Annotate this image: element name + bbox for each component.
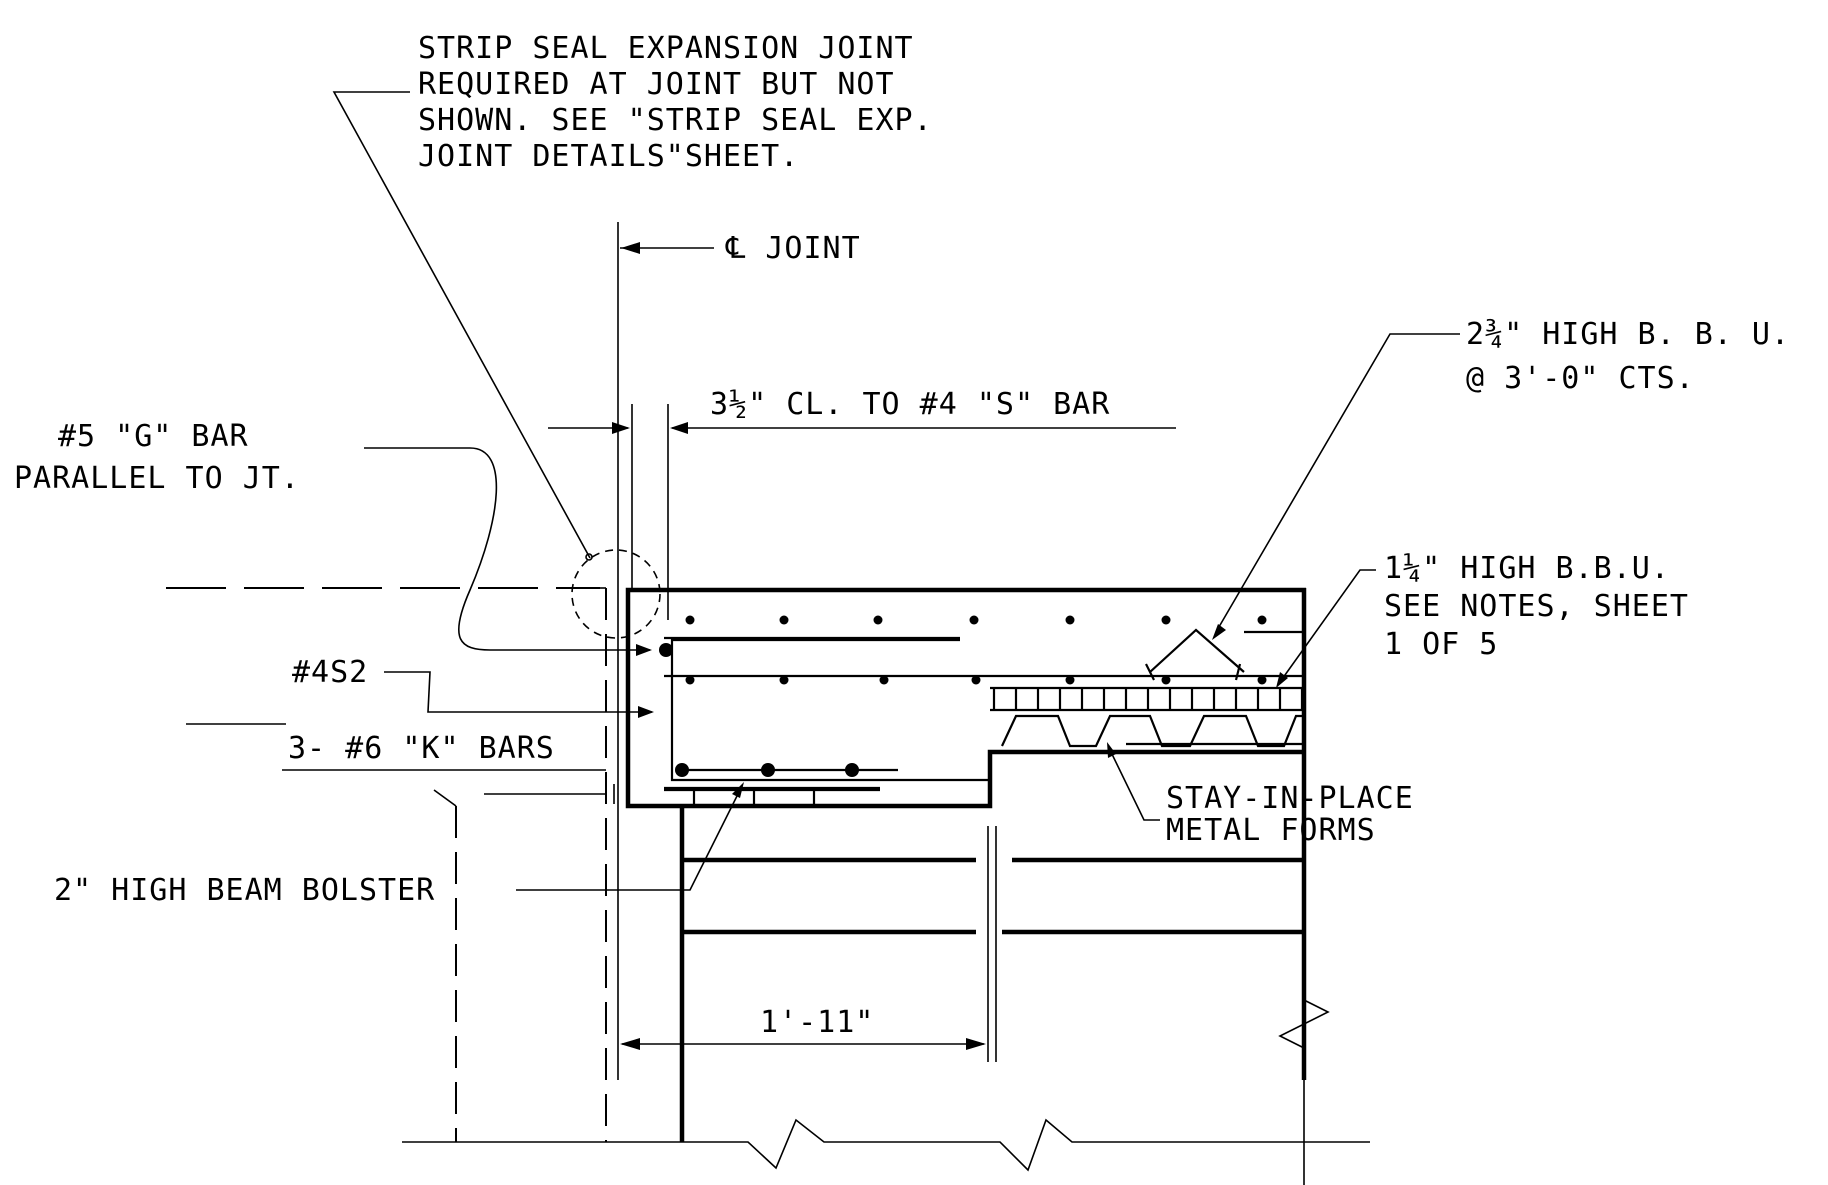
g-bar-note: #5 "G" BAR PARALLEL TO JT. xyxy=(14,419,300,496)
dimension-lines xyxy=(548,222,1176,1080)
girder xyxy=(402,808,1370,1172)
reinforcement xyxy=(659,615,1306,790)
dimension-label: 1'-11" xyxy=(760,1005,874,1040)
bbu-high-foot-r xyxy=(1234,663,1242,681)
mid-bar-dot xyxy=(685,675,695,685)
beam-bolster xyxy=(664,788,880,806)
g-bar-note-line-1: #5 "G" BAR xyxy=(58,419,249,454)
bbu-low-leader xyxy=(1279,569,1376,683)
s2-arrow xyxy=(638,706,654,718)
mid-bar-dot xyxy=(1257,675,1267,685)
k-bar-dot xyxy=(761,763,775,777)
mid-bar-dot xyxy=(1161,675,1171,685)
k-bars-label: 3- #6 "K" BARS xyxy=(288,731,555,766)
metal-forms-leader xyxy=(1109,749,1160,821)
bbu-high-note-line-1: 2¾" HIGH B. B. U. xyxy=(1466,317,1790,352)
bbu-high-note: 2¾" HIGH B. B. U. @ 3'-0" CTS. xyxy=(1466,317,1790,396)
top-bar-dot xyxy=(1161,615,1171,625)
cl-joint-arrow xyxy=(621,242,640,254)
metal-form-corrugation xyxy=(1001,714,1304,748)
strip-seal-leader-end xyxy=(585,553,593,561)
top-bar-dot xyxy=(969,615,979,625)
s-bar-loop xyxy=(670,638,990,782)
dim-arrow-right xyxy=(966,1038,986,1050)
clearance-label: 3½" CL. TO #4 "S" BAR xyxy=(710,387,1110,422)
mid-bar-dot xyxy=(879,675,889,685)
strip-seal-leader xyxy=(332,91,591,559)
mid-bar-dot xyxy=(971,675,981,685)
top-bar-dot xyxy=(1257,615,1267,625)
bolster-leader xyxy=(516,789,741,891)
strip-seal-note-line-3: SHOWN. SEE "STRIP SEAL EXP. xyxy=(418,103,933,138)
dim-arrow-left xyxy=(620,1038,640,1050)
metal-forms-note-line-1: STAY-IN-PLACE xyxy=(1166,781,1414,816)
top-bar-dot xyxy=(685,615,695,625)
beam-bolster-label: 2" HIGH BEAM BOLSTER xyxy=(54,873,435,908)
bbu-low-note-line-1: 1¼" HIGH B.B.U. xyxy=(1384,551,1670,586)
metal-forms-note: STAY-IN-PLACE METAL FORMS xyxy=(1166,781,1414,848)
bbu-high-foot-l xyxy=(1145,663,1155,681)
top-bar-dot xyxy=(1065,615,1075,625)
bbu-high-arrow xyxy=(1212,624,1226,640)
clearance-arrow-left xyxy=(612,422,630,434)
metal-forms-note-line-2: METAL FORMS xyxy=(1166,813,1376,848)
strip-seal-note-line-1: STRIP SEAL EXPANSION JOINT xyxy=(418,31,914,66)
bbu-high-leader xyxy=(1215,333,1460,633)
clearance-arrow-right xyxy=(670,422,688,434)
adjacent-girder-break xyxy=(433,789,457,807)
detail-circle xyxy=(571,549,661,639)
g-bar-note-line-2: PARALLEL TO JT. xyxy=(14,461,300,496)
g-bar-arrow xyxy=(636,644,652,656)
top-bar-dot xyxy=(779,615,789,625)
right-break-symbol xyxy=(1278,999,1330,1049)
bbu-low-note: 1¼" HIGH B.B.U. SEE NOTES, SHEET 1 OF 5 xyxy=(1384,551,1689,662)
bbu-high-chair xyxy=(1149,628,1245,673)
k-bar-dot xyxy=(675,763,689,777)
bottom-break-line xyxy=(402,1118,1370,1172)
deck-slab xyxy=(625,587,1330,1185)
s2-leader xyxy=(384,671,652,713)
mid-bar-dot xyxy=(1065,675,1075,685)
deck-slab-outline xyxy=(625,587,1306,809)
g-bar-leader xyxy=(364,447,650,651)
k-bar-dot xyxy=(845,763,859,777)
low-bbu-ladder xyxy=(990,686,1306,712)
mid-bar-dot xyxy=(779,675,789,685)
s2-bar-label: #4S2 xyxy=(292,655,368,690)
ladder-rungs xyxy=(992,688,1304,710)
bbu-low-note-line-2: SEE NOTES, SHEET xyxy=(1384,589,1689,624)
centerline-joint-label: ℄ JOINT xyxy=(725,231,861,266)
bbu-high-note-line-2: @ 3'-0" CTS. xyxy=(1466,361,1695,396)
joint-lines xyxy=(166,549,661,1142)
strip-seal-note-line-4: JOINT DETAILS"SHEET. xyxy=(418,139,799,174)
metal-forms xyxy=(1001,714,1304,748)
top-bar-dot xyxy=(873,615,883,625)
bbu-low-note-line-3: 1 OF 5 xyxy=(1384,627,1498,662)
strip-seal-note: STRIP SEAL EXPANSION JOINT REQUIRED AT J… xyxy=(418,31,933,174)
strip-seal-note-line-2: REQUIRED AT JOINT BUT NOT xyxy=(418,67,895,102)
g-bar-dot xyxy=(659,643,673,657)
